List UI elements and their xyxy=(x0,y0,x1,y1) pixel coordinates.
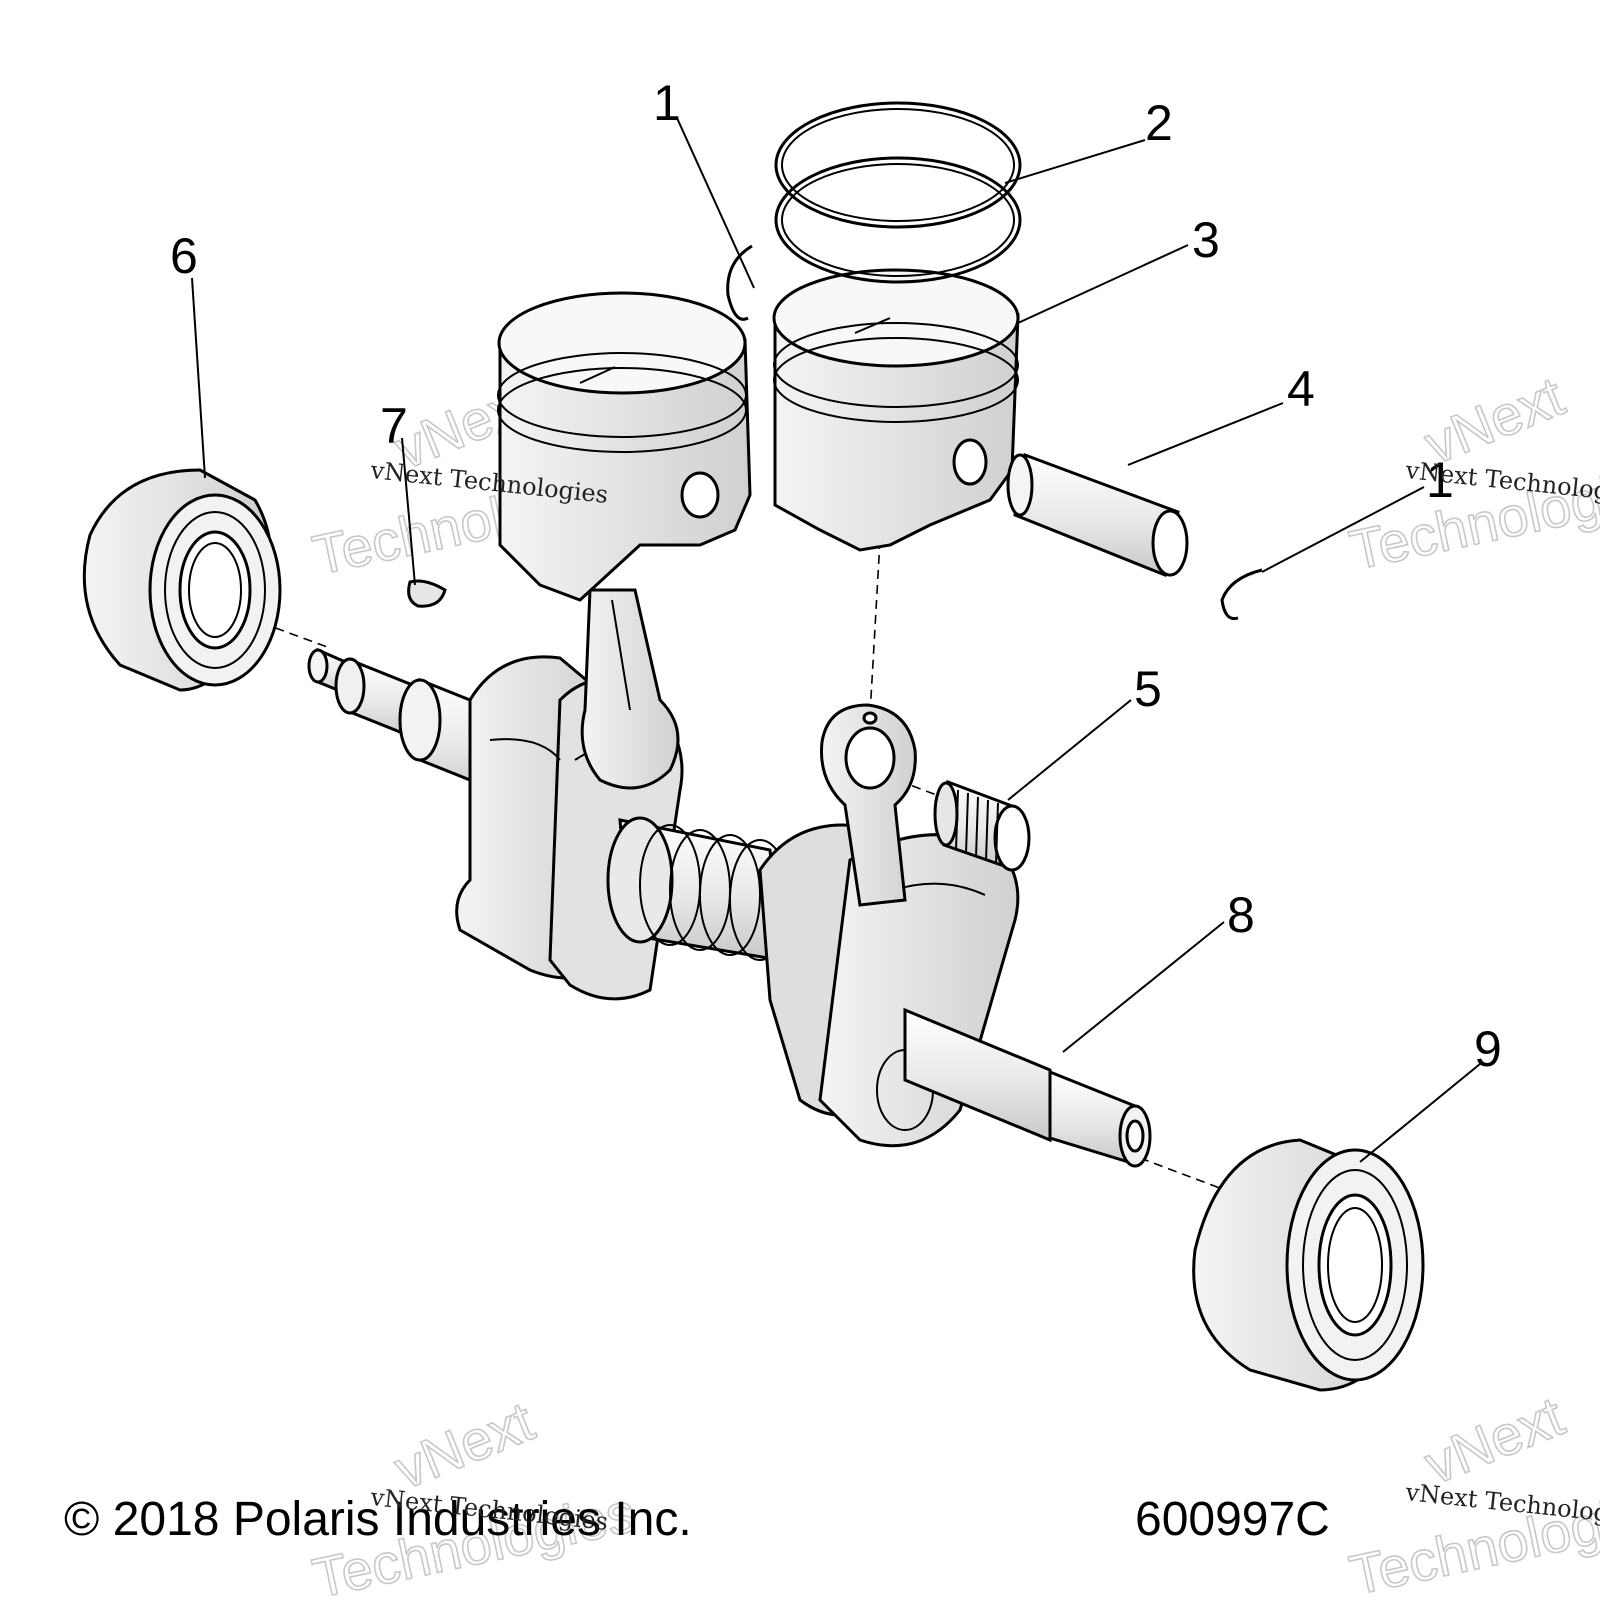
ball-bearing-left-inner-race xyxy=(178,530,252,650)
piston-rings xyxy=(774,101,1022,284)
piston-left xyxy=(497,291,752,602)
piston-ring-bottom-inner xyxy=(781,163,1015,277)
leader-6 xyxy=(191,277,206,479)
ball-bearing-right-ball-track xyxy=(1302,1169,1408,1361)
callout-8: 8 xyxy=(1227,887,1255,943)
callout-1-right: 1 xyxy=(1426,452,1454,508)
piston-right-ring-groove-2 xyxy=(773,337,1019,423)
callout-3: 3 xyxy=(1192,212,1220,268)
piston-right-body xyxy=(773,313,1020,552)
piston-left-pin-boss xyxy=(680,471,720,519)
assembly-line-piston-rod xyxy=(869,539,881,716)
leader-2 xyxy=(1004,139,1146,184)
connecting-rod-left-rib xyxy=(611,599,631,711)
ball-bearing-right-bore xyxy=(1327,1207,1383,1323)
crankshaft-seal-ring-4 xyxy=(699,834,761,956)
connecting-rod-left xyxy=(580,588,680,790)
piston-pin-near-face xyxy=(1006,453,1034,517)
connecting-rod-left-body xyxy=(580,588,680,790)
callout-9: 9 xyxy=(1474,1021,1502,1077)
circlip-lower xyxy=(1220,568,1263,621)
leader-1-upper xyxy=(676,117,755,289)
piston-left-arrow-mark xyxy=(579,366,616,384)
needle-bearing-near-face xyxy=(933,781,959,847)
leader-1-right xyxy=(1261,486,1425,573)
ball-bearing-right xyxy=(1192,1138,1425,1392)
piston-left-ring-groove-1 xyxy=(497,352,747,438)
piston-right xyxy=(772,268,1020,552)
copyright-notice: © 2018 Polaris Industries Inc. xyxy=(64,1493,692,1546)
crankshaft-left-journal-face xyxy=(398,678,442,762)
piston-ring-top-inner xyxy=(781,108,1015,222)
ball-bearing-left-bore xyxy=(188,542,242,638)
leader-7 xyxy=(401,437,416,586)
piston-left-crown xyxy=(497,291,747,395)
crankshaft-right-journal xyxy=(903,1007,1052,1143)
figure-number: 600997C xyxy=(1135,1493,1330,1546)
piston-right-arrow-mark xyxy=(854,317,891,334)
woodruff-key xyxy=(407,579,447,608)
callout-6: 6 xyxy=(170,228,198,284)
crankshaft xyxy=(307,647,1152,1168)
piston-right-ring-groove-1 xyxy=(773,322,1019,408)
callout-7: 7 xyxy=(380,398,408,454)
leader-8 xyxy=(1062,921,1225,1053)
piston-left-body xyxy=(498,338,752,602)
piston-ring-bottom xyxy=(774,156,1022,284)
callout-4: 4 xyxy=(1287,361,1315,417)
connecting-rod-right-oil-hole xyxy=(862,711,878,725)
connecting-rod-right xyxy=(819,703,917,907)
needle-bearing-far-face xyxy=(993,804,1031,872)
crankshaft-right-end-bore xyxy=(1125,1119,1145,1153)
ball-bearing-left xyxy=(82,468,282,692)
crankshaft-web-1-contour xyxy=(489,738,561,761)
watermark-outline-top: vNext xyxy=(386,1389,543,1501)
piston-right-crown xyxy=(772,268,1020,368)
leader-4 xyxy=(1127,402,1284,466)
ball-bearing-left-ball-track xyxy=(164,511,266,669)
piston-right-pin-boss xyxy=(952,438,988,486)
crankshaft-left-taper-face xyxy=(334,657,366,715)
callout-5: 5 xyxy=(1134,661,1162,717)
connecting-rod-right-small-end-bore xyxy=(844,726,896,790)
piston-pin-far-face xyxy=(1151,509,1189,577)
leader-3 xyxy=(1017,244,1189,324)
leader-9 xyxy=(1359,1063,1481,1163)
needle-bearing-needles xyxy=(955,789,999,865)
assembly-line-right-bearing xyxy=(1139,1157,1226,1191)
needle-bearing xyxy=(933,779,1031,872)
piston-left-ring-groove-2 xyxy=(497,367,747,453)
crankshaft-left-tip-face xyxy=(307,648,329,684)
piston-ring-top xyxy=(774,101,1022,229)
ball-bearing-right-inner-race xyxy=(1317,1193,1393,1337)
callout-1-upper: 1 xyxy=(653,75,681,131)
piston-pin xyxy=(1006,452,1189,578)
callout-2: 2 xyxy=(1145,95,1173,151)
leader-5 xyxy=(1007,699,1132,801)
watermark-outline-top: vNext xyxy=(1416,1384,1573,1496)
